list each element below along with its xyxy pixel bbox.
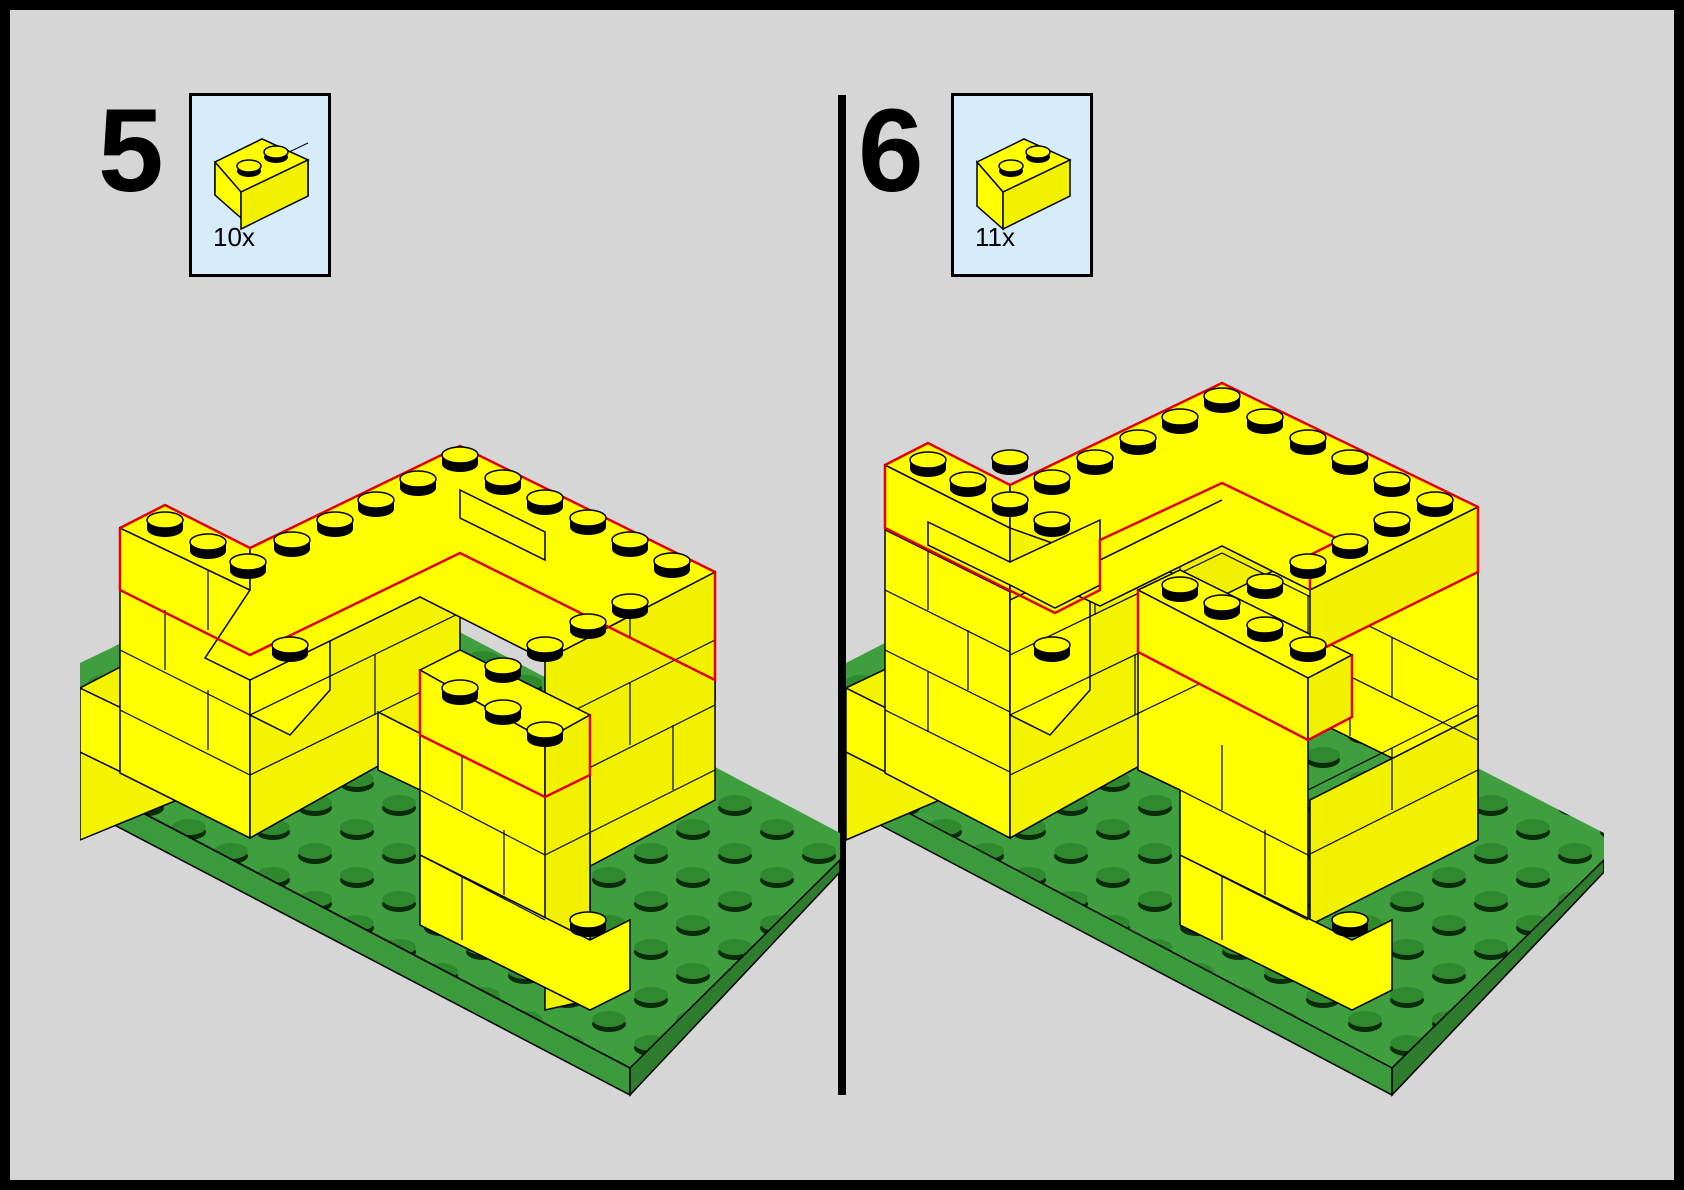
yellow-brick-1x2-icon [213,138,310,231]
yellow-brick-1x2-icon [975,138,1072,231]
new-part-highlight [118,444,717,799]
step-6-model [846,381,1604,1097]
parts-callout-step-5: 10x [189,93,331,277]
step-number-5: 5 [98,85,164,217]
part-quantity: 11x [975,222,1015,252]
new-part-highlight [883,381,1480,742]
parts-callout-step-6: 11x [951,93,1093,277]
step-number-6: 6 [858,85,924,217]
part-quantity: 10x [213,222,255,252]
step-5-model [80,444,840,1097]
